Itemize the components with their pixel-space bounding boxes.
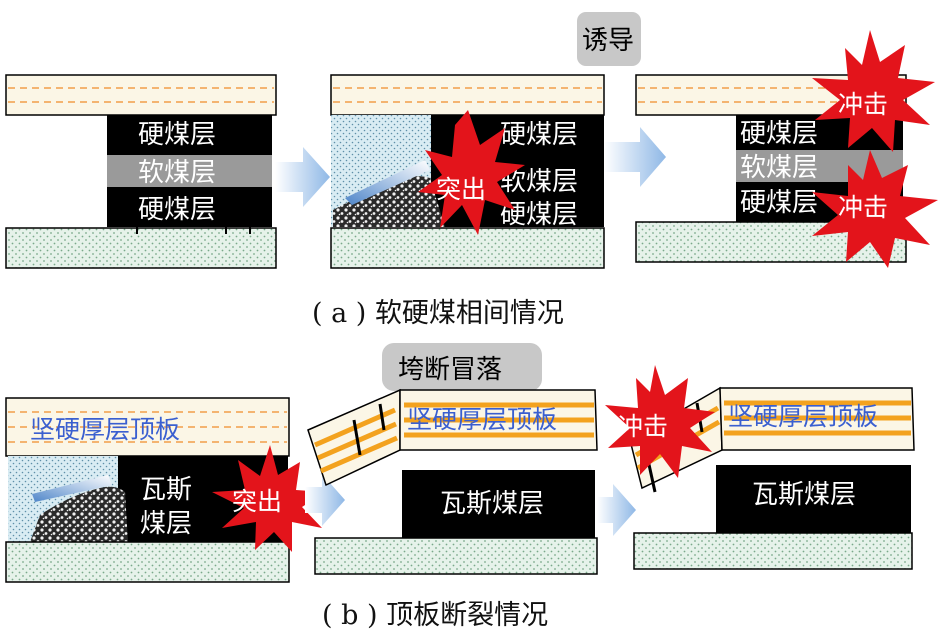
caption-b-mark: ( b ) <box>322 600 378 631</box>
panel-a1: 硬煤层 软煤层 硬煤层 <box>5 74 277 269</box>
roof-layer <box>5 74 277 116</box>
hard-coal-label: 硬煤层 <box>740 188 818 218</box>
floor-layer <box>330 227 605 269</box>
caption-a-mark: ( a ) <box>312 298 367 329</box>
gas-coal-seam <box>402 470 595 538</box>
collapse-badge <box>382 343 542 391</box>
floor-layer <box>5 227 277 269</box>
outburst-label: 突出 <box>232 487 282 516</box>
gas-coal-label: 瓦斯煤层 <box>752 480 856 510</box>
impact-burst: 冲击 <box>812 150 938 268</box>
gas-flow-arrow <box>32 475 112 502</box>
outburst-label: 突出 <box>436 175 486 204</box>
gas-coal-label-line1: 瓦斯 <box>140 475 192 505</box>
impact-burst: 冲击 <box>812 30 935 152</box>
gas-coal-label-line2: 煤层 <box>140 509 192 539</box>
outburst-burst: 突出 <box>418 110 525 235</box>
soft-coal-label: 软煤层 <box>138 158 216 188</box>
panel-b3: 坚硬厚层顶板 瓦斯煤层 冲击 <box>605 365 915 570</box>
panel-b1: 坚硬厚层顶板 瓦斯 煤层 突出 <box>5 397 325 583</box>
floor-layer <box>633 532 913 570</box>
induce-badge <box>577 12 641 66</box>
hard-roof-label: 坚硬厚层顶板 <box>30 415 180 444</box>
transition-arrow <box>604 127 666 187</box>
hard-coal-label: 硬煤层 <box>138 195 216 225</box>
fracture-line <box>378 403 386 431</box>
roof-layer <box>330 74 605 116</box>
collapse-label: 垮断冒落 <box>398 355 502 385</box>
coal-rubble <box>30 486 128 542</box>
soft-coal-band <box>107 155 272 187</box>
caption-b-text: 顶板断裂情况 <box>386 600 549 631</box>
impact-burst: 冲击 <box>605 365 715 478</box>
hard-coal-label: 硬煤层 <box>500 200 578 230</box>
caption-b: ( b ) 顶板断裂情况 <box>322 593 548 632</box>
panel-a3: 硬煤层 软煤层 硬煤层 冲击 冲击 <box>635 30 938 268</box>
transition-arrow <box>305 474 345 526</box>
fracture-line <box>352 419 362 456</box>
hard-coal-label: 硬煤层 <box>138 120 216 150</box>
induce-label: 诱导 <box>582 26 634 56</box>
impact-label: 冲击 <box>618 412 668 441</box>
panel-b2: 坚硬厚层顶板 瓦斯煤层 <box>307 388 598 575</box>
outburst-burst: 突出 <box>212 445 325 552</box>
caption-a-text: 软硬煤相间情况 <box>374 298 564 329</box>
impact-label: 冲击 <box>838 193 888 222</box>
panel-a2: 硬煤层 软煤层 硬煤层 突出 <box>330 74 605 269</box>
floor-layer <box>5 541 290 583</box>
gas-coal-label: 瓦斯煤层 <box>440 489 544 519</box>
transition-arrow <box>275 147 330 207</box>
soft-coal-label: 软煤层 <box>740 153 818 183</box>
gas-coal-seam <box>716 465 911 533</box>
impact-label: 冲击 <box>838 90 888 119</box>
coal-rubble <box>333 176 445 227</box>
floor-layer <box>314 537 598 575</box>
gas-flow-arrow <box>345 160 430 205</box>
hard-roof-label: 坚硬厚层顶板 <box>728 402 878 431</box>
caption-a: ( a ) 软硬煤相间情况 <box>312 291 564 330</box>
hard-coal-label: 硬煤层 <box>500 120 578 150</box>
hard-coal-label: 硬煤层 <box>740 119 818 149</box>
transition-arrow <box>597 484 636 536</box>
hard-roof-label: 坚硬厚层顶板 <box>407 405 557 434</box>
